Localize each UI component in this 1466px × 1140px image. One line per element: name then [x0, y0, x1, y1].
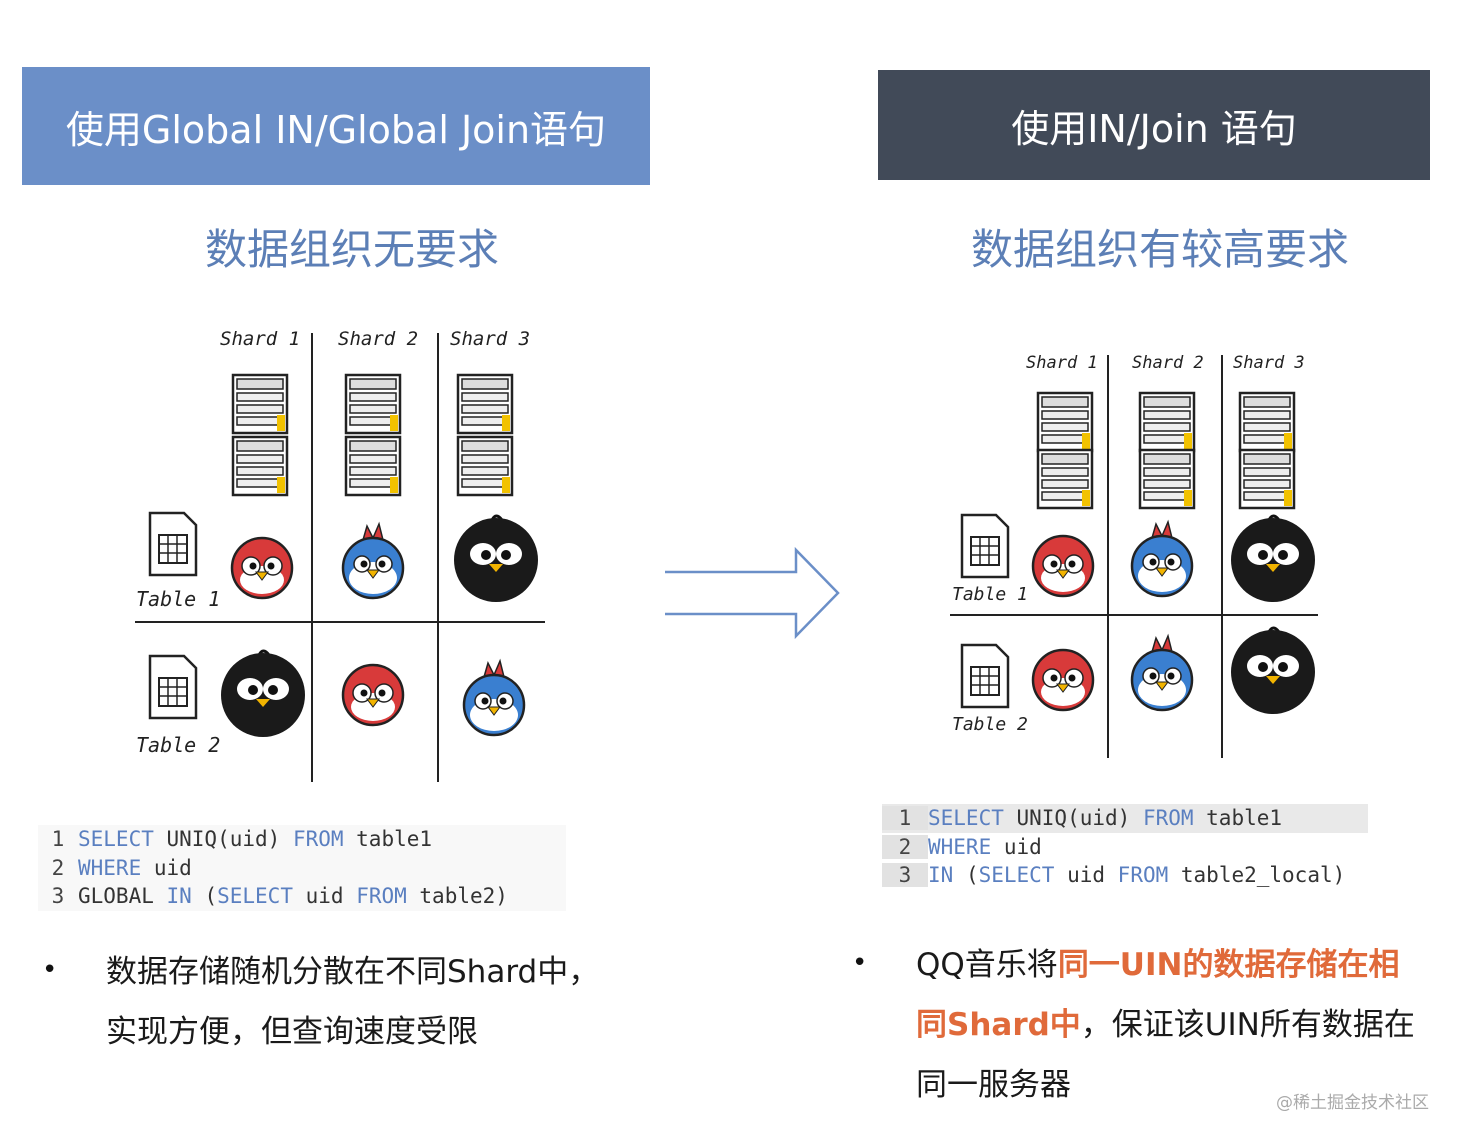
table-icon	[960, 643, 1010, 709]
left-shard-grid	[135, 333, 545, 782]
bullet-highlight: 同一UIN的数据存储在相	[1057, 947, 1400, 983]
line-number: 2	[51, 855, 65, 880]
right-subtitle: 数据组织有较高要求	[970, 225, 1349, 274]
right-bullet-line-2: 同Shard中，保证该UIN所有数据在	[916, 995, 1456, 1055]
left-bullet-line-2: 实现方便，但查询速度受限	[106, 1014, 478, 1050]
left-subtitle: 数据组织无要求	[204, 225, 499, 274]
code-token: SELECT	[928, 806, 1004, 831]
left-shard-3-label: Shard 3	[450, 328, 530, 350]
watermark: @稀土掘金技术社区	[1276, 1093, 1429, 1113]
table-icon	[148, 511, 198, 577]
right-bullet-dot: •	[852, 948, 868, 978]
right-table-2-label: Table 2	[952, 714, 1028, 735]
code-token: uid	[292, 884, 357, 909]
code-token: (	[191, 884, 218, 909]
code-token: table1	[1193, 806, 1283, 831]
code-token: UNIQ(uid)	[153, 827, 293, 852]
left-code-block: 1 SELECT UNIQ(uid) FROM table1 2 WHERE u…	[38, 825, 566, 911]
server-icon	[1138, 448, 1196, 510]
bullet-text: QQ音乐将	[916, 947, 1058, 983]
arrow-right-icon	[665, 546, 840, 640]
right-bullet-line-1: QQ音乐将同一UIN的数据存储在相	[916, 935, 1456, 995]
code-token: table2)	[406, 884, 508, 909]
code-token: UNIQ(uid)	[1003, 806, 1143, 831]
server-icon	[1036, 391, 1094, 453]
server-icon	[231, 435, 289, 497]
code-token: IN	[928, 863, 954, 888]
code-token: FROM	[1117, 863, 1169, 888]
server-icon	[456, 373, 514, 435]
blue-bird-icon	[1130, 634, 1194, 712]
server-icon	[1036, 448, 1094, 510]
left-table-2-label: Table 2	[136, 733, 220, 757]
red-bird-icon	[341, 663, 405, 727]
server-icon	[344, 373, 402, 435]
code-token: WHERE	[78, 855, 142, 880]
line-number: 2	[882, 834, 928, 859]
black-bird-icon	[219, 649, 307, 739]
left-bullet-line-1: 数据存储随机分散在不同Shard中，	[106, 954, 600, 990]
blue-bird-icon	[341, 522, 405, 600]
right-header: 使用IN/Join 语句	[878, 70, 1430, 180]
server-icon	[1238, 448, 1296, 510]
left-table-1-label: Table 1	[136, 587, 220, 611]
black-bird-icon	[1229, 626, 1317, 716]
code-token: SELECT	[978, 863, 1055, 888]
code-token: uid	[1054, 863, 1118, 888]
line-number: 3	[882, 863, 928, 888]
right-bullet-text: QQ音乐将同一UIN的数据存储在相 同Shard中，保证该UIN所有数据在 同一…	[916, 935, 1456, 1115]
right-shard-grid	[950, 355, 1318, 758]
left-bullet-dot: •	[42, 955, 58, 985]
code-token: WHERE	[928, 834, 992, 859]
code-token: IN	[166, 884, 192, 909]
line-number: 1	[882, 806, 928, 831]
code-token: uid	[141, 855, 192, 880]
right-code-block: 1 SELECT UNIQ(uid) FROM table1 2 WHERE u…	[882, 804, 1368, 890]
code-token: FROM	[356, 884, 407, 909]
code-token: GLOBAL	[78, 884, 167, 909]
code-line: 3 GLOBAL IN (SELECT uid FROM table2)	[38, 882, 566, 911]
table-icon	[960, 513, 1010, 579]
code-token: SELECT	[217, 884, 293, 909]
blue-bird-icon	[1130, 520, 1194, 598]
blue-bird-icon	[462, 659, 526, 737]
server-icon	[456, 435, 514, 497]
code-line: 2 WHERE uid	[38, 854, 566, 883]
left-shard-1-label: Shard 1	[220, 328, 300, 350]
right-shard-3-label: Shard 3	[1233, 353, 1305, 373]
server-icon	[1238, 391, 1296, 453]
code-token: FROM	[1142, 806, 1194, 831]
code-token: table1	[343, 827, 433, 852]
server-icon	[231, 373, 289, 435]
server-icon	[344, 435, 402, 497]
line-number: 1	[51, 827, 65, 852]
right-shard-2-label: Shard 2	[1132, 353, 1204, 373]
red-bird-icon	[230, 536, 294, 600]
table-icon	[148, 654, 198, 720]
server-icon	[1138, 391, 1196, 453]
bullet-highlight: 同Shard中	[916, 1007, 1081, 1043]
red-bird-icon	[1031, 534, 1095, 598]
code-token: uid	[991, 834, 1042, 859]
left-bullet-text: 数据存储随机分散在不同Shard中， 实现方便，但查询速度受限	[106, 942, 646, 1062]
code-line: 1 SELECT UNIQ(uid) FROM table1	[38, 825, 566, 854]
bullet-text: ，保证该UIN所有数据在	[1080, 1007, 1415, 1043]
red-bird-icon	[1031, 648, 1095, 712]
left-header: 使用Global IN/Global Join语句	[22, 67, 650, 185]
code-token: table2_local)	[1168, 863, 1346, 888]
black-bird-icon	[1229, 514, 1317, 604]
right-bullet-line-3: 同一服务器	[916, 1067, 1071, 1103]
code-token: SELECT	[78, 827, 154, 852]
line-number: 3	[51, 884, 65, 909]
code-line: 3 IN (SELECT uid FROM table2_local)	[882, 861, 1368, 890]
code-line: 1 SELECT UNIQ(uid) FROM table1	[882, 804, 1368, 833]
black-bird-icon	[452, 514, 540, 604]
code-token: (	[953, 863, 979, 888]
code-line: 2 WHERE uid	[882, 833, 1368, 862]
code-token: FROM	[292, 827, 344, 852]
right-table-1-label: Table 1	[952, 584, 1028, 605]
left-shard-2-label: Shard 2	[338, 328, 418, 350]
right-shard-1-label: Shard 1	[1026, 353, 1098, 373]
